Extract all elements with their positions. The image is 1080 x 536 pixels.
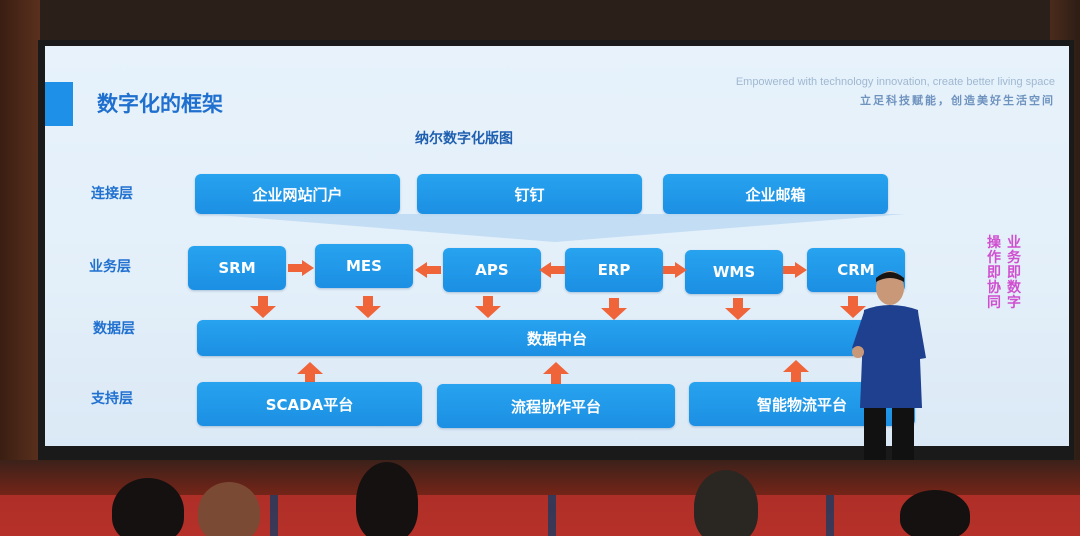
connect-funnel-arrow	[205, 214, 905, 242]
support-box-scada: SCADA平台	[197, 382, 422, 426]
layer-label-support: 支持层	[91, 391, 133, 407]
slide-title: 数字化的框架	[97, 92, 223, 116]
arrow-erp-to-aps	[539, 262, 565, 278]
arrow-down-srm	[250, 296, 276, 318]
title-accent-bar	[45, 82, 73, 126]
wall-panel-left	[0, 0, 40, 536]
tagline-chinese: 立足科技赋能，创造美好生活空间	[860, 94, 1055, 107]
arrow-down-crm	[840, 296, 866, 318]
slide-subtitle: 纳尔数字化版图	[415, 131, 513, 147]
arrow-up-workflow	[543, 362, 569, 384]
tagline-english: Empowered with technology innovation, cr…	[735, 76, 1055, 88]
audience-head	[356, 462, 418, 536]
connect-box-portal: 企业网站门户	[195, 174, 400, 214]
arrow-srm-to-mes	[288, 260, 314, 276]
audience-head	[198, 482, 260, 536]
arrow-down-mes	[355, 296, 381, 318]
arrow-up-logistics	[783, 360, 809, 382]
arrow-erp-to-wms	[663, 262, 687, 278]
arrow-aps-to-mes	[415, 262, 441, 278]
audience-head	[900, 490, 970, 536]
arrow-down-wms	[725, 298, 751, 320]
business-box-wms: WMS	[685, 250, 783, 294]
support-box-workflow: 流程协作平台	[437, 384, 675, 428]
ceiling	[0, 0, 1080, 40]
business-box-srm: SRM	[188, 246, 286, 290]
audience-head	[694, 470, 758, 536]
arrow-down-erp	[601, 298, 627, 320]
audience-head	[112, 478, 184, 536]
data-middle-platform-box: 数据中台	[197, 320, 917, 356]
connect-box-dingtalk: 钉钉	[417, 174, 642, 214]
side-text-column-1: 操作即协同	[987, 235, 1001, 311]
connect-box-email: 企业邮箱	[663, 174, 888, 214]
business-box-erp: ERP	[565, 248, 663, 292]
arrow-wms-to-crm	[783, 262, 807, 278]
arrow-up-scada	[297, 362, 323, 384]
business-box-aps: APS	[443, 248, 541, 292]
layer-label-business: 业务层	[89, 259, 131, 275]
side-vertical-text: 操作即协同 业务即数字	[987, 236, 1021, 311]
layer-label-connect: 连接层	[91, 186, 133, 202]
business-box-mes: MES	[315, 244, 413, 288]
arrow-down-aps	[475, 296, 501, 318]
layer-label-data: 数据层	[93, 321, 135, 337]
side-text-column-2: 业务即数字	[1007, 235, 1021, 311]
